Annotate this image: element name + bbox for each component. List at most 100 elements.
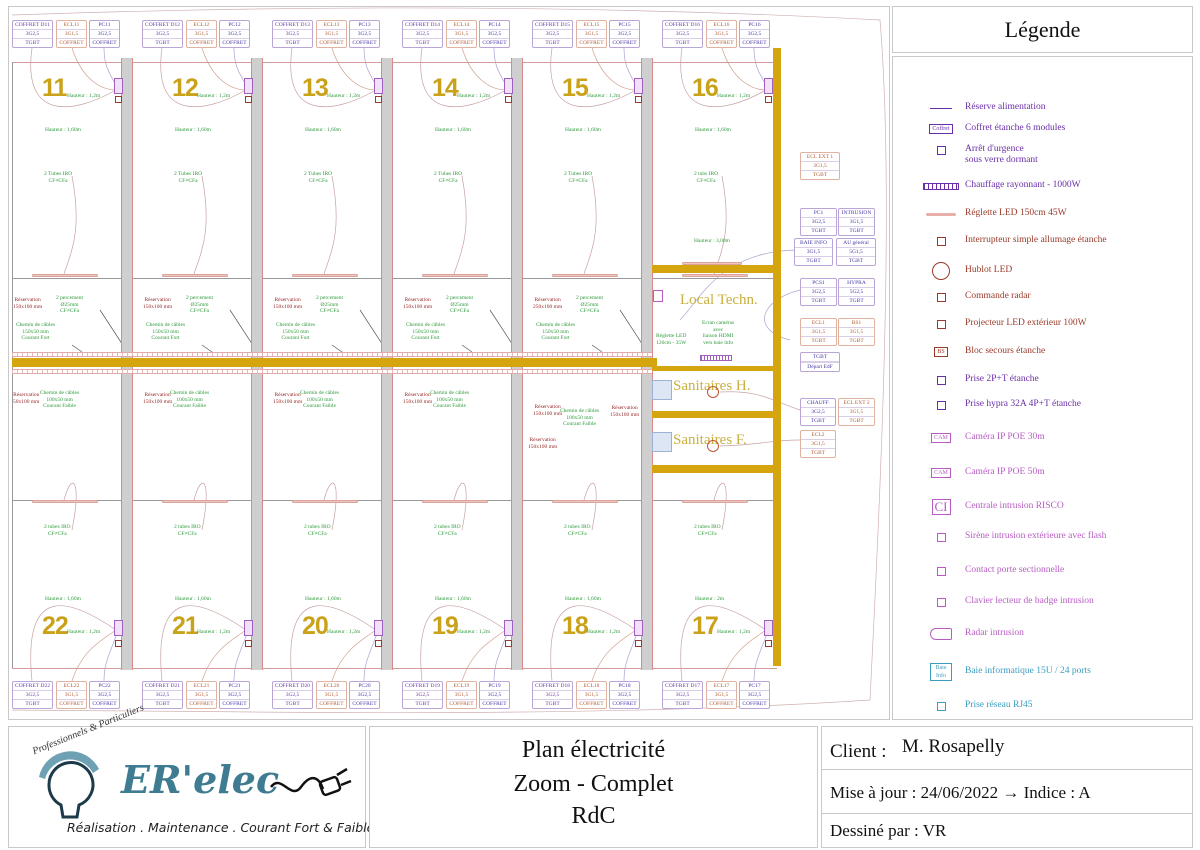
top-wall-line [12,62,777,63]
cable-tray-faible-label-line: Courant Faible [303,403,336,409]
cable-tray-faible-label-line: 100x50 mm [306,396,333,403]
legend-label: Caméra IP POE 30m [965,432,1045,443]
ecl-box-row: 3G1,5 [57,691,86,700]
legend-label-text-2: sous verre dormant [965,155,1038,165]
legend-label: Hublot LED [965,265,1012,276]
legend-item: Prise 2P+T étanche [893,372,1192,392]
panel-circuit-box-row: TGBT [801,353,839,362]
legend-label: Réserve alimentation [965,102,1045,113]
cable-line [719,391,801,411]
drawn-by: Dessiné par : VR [830,821,947,840]
room-number: 17 [692,612,719,640]
coffret-device [244,78,253,94]
cable-line [453,482,467,531]
percement-label-line: CF≠CFa [450,308,469,314]
ecl-box-row: ECL22 [57,682,86,691]
cable-tray-fort-label-line: Courant Fort [151,335,180,341]
reservation-bottom-label-line: Réservation [534,404,561,410]
cable-line [420,605,507,682]
coffret-box-row: COFFRET D14 [403,21,442,30]
sanitaires-h-hublot [707,386,719,398]
cable-tray-courant-fort [12,352,652,357]
legend-label-text: Interrupteur simple allumage étanche [965,235,1107,245]
cable-line [591,344,603,353]
tubes-label-line: 2 tubs IRO [694,171,719,177]
info-box: Client : M. Rosapelly Mise à jour : 24/0… [821,726,1193,848]
panel-circuit-box-row: HYPRA [839,279,874,288]
update-row: Mise à jour : 24/06/2022 → Indice : A [822,770,1192,814]
cable-line [233,629,249,682]
cable-line [30,605,117,682]
pc-box-row: 3G2,5 [350,691,379,700]
panel-circuit-box-row: 3G2,5 [801,288,836,297]
panel-circuit-box-row: TGBT [849,418,864,424]
cable-tray-fort-label-line: 150x50 mm [542,328,569,335]
legend-label-text: Arrêt d'urgence [965,144,1024,154]
coffret-box-row: TGBT [25,40,40,46]
panel-circuit-box-row: TGBT [848,258,864,264]
coffret-box-row: TGBT [155,40,170,46]
legend-label-text: Bloc secours étanche [965,346,1046,356]
height-label-high: Hauteur : 1,60m [175,127,211,133]
badge-reader-icon-shape [936,597,946,607]
panel-circuit-box-row: 3G2,5 [801,218,836,227]
cable-tray-faible-label-line: Chemin de câbles [430,390,470,396]
coffret-box-row: TGBT [25,701,40,707]
legend-label-text: Radar intrusion [965,628,1024,638]
room-number: 16 [692,74,719,102]
pc-box-row: PC21 [220,682,249,691]
rj45-icon-shape [936,701,946,711]
ecl-box-row: ECL14 [447,21,476,30]
coffret-box-row: COFFRET D11 [13,21,52,30]
percement-label-line: CF≠CFa [320,308,339,314]
led-strip [292,500,358,503]
floodlight-icon-shape [936,319,946,329]
legend-label-text: Chauffage rayonnant - 1000W [965,180,1081,190]
led-strip [292,274,358,277]
switch-device [375,96,382,103]
ecl-box-row: ECL16 [707,21,736,30]
floodlight-icon [923,316,959,332]
percement-label-line: 2 percement [446,295,474,301]
reservation-bottom-label-line: Réservation [144,392,171,398]
ecl-box-row: COFFRET [449,40,474,46]
height-label-low: Hauteur : 1,2m [327,93,361,99]
legend-item: Contact porte sectionnelle [893,563,1192,583]
panel-circuit-box-row: TGBT [810,450,826,456]
reservation-top-label-line: Réservation [404,297,431,303]
ecl-box-row: COFFRET [579,40,604,46]
logo-brand: ER'elec [121,757,280,802]
cable-tray-faible-label-line: 100x50 mm [46,396,73,403]
panel-circuit-box-row: 5G1,5 [837,248,875,257]
pc-box-row: COFFRET [742,701,767,707]
cable-line [461,344,473,353]
room-number: 12 [172,74,199,102]
ecl-box-row: COFFRET [709,701,734,707]
siren-icon-shape [936,532,946,542]
height-label-high: Hauteur : 1,60m [435,127,471,133]
height-label-low: Hauteur : 1,2m [717,93,751,99]
coffret-box-row: TGBT [675,40,690,46]
panel-circuit-box-row: 3G1,5 [839,218,874,227]
coffret-box-row: COFFRET D19 [403,682,442,691]
coffret-box-row: 3G2,5 [273,30,312,39]
panel-circuit-box-row: TGBT [849,338,864,344]
pc-box-row: COFFRET [92,40,117,46]
